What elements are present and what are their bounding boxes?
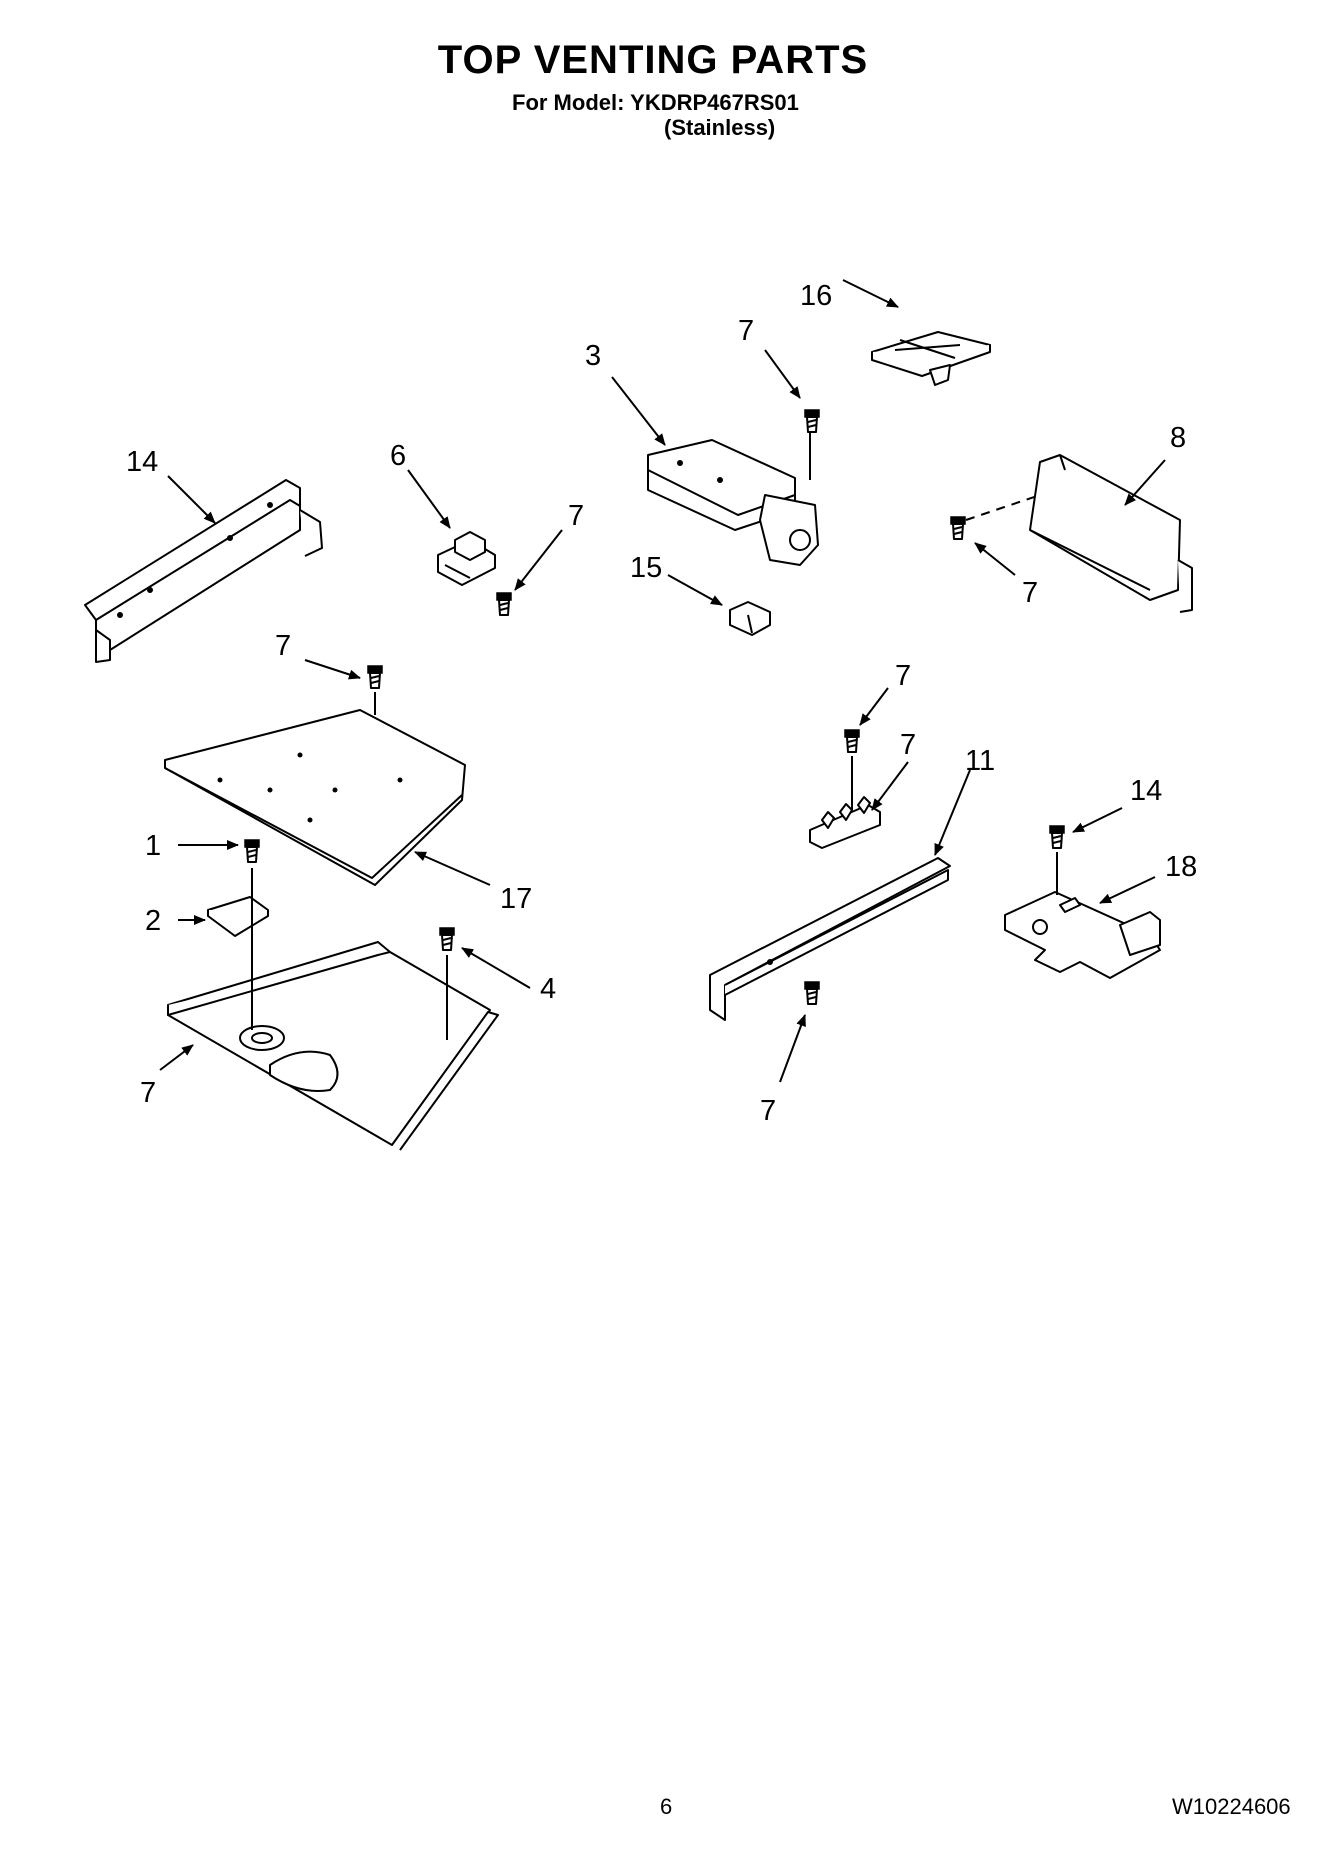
callout-7-cover: 7	[275, 630, 291, 662]
screw-7-motor	[804, 409, 820, 433]
screw-7-rail	[804, 981, 820, 1005]
callout-7-rail: 7	[760, 1095, 776, 1127]
callout-14-left: 14	[126, 446, 158, 478]
part-8-vent-shield	[1029, 454, 1193, 613]
page-title: TOP VENTING PARTS	[437, 38, 869, 82]
callout-18: 14	[1130, 775, 1162, 807]
part-1-vent-grille-plate	[207, 896, 269, 937]
part-6-relay	[437, 531, 496, 586]
callout-11: 7	[900, 729, 916, 761]
screw-7-base	[439, 927, 455, 951]
part-15-insulator-block	[729, 601, 771, 636]
callout-7-relay: 7	[568, 500, 584, 532]
screw-18-bracket	[1049, 825, 1065, 849]
part-17-mounting-bracket	[1004, 891, 1161, 979]
callout-4: 7	[140, 1077, 156, 1109]
model-line: For Model: YKDRP467RS01	[512, 90, 799, 115]
screw-7-terminal	[844, 729, 860, 753]
document-number: W10224606	[1172, 1794, 1291, 1819]
part-4-vent-base-panel	[167, 941, 499, 1151]
part-3-vent-motor-assembly	[647, 439, 819, 566]
callout-1: 2	[145, 905, 161, 937]
callout-6: 6	[390, 440, 406, 472]
part-14-left-channel-bracket	[84, 479, 323, 663]
part-16-switch-bracket	[871, 331, 991, 386]
callout-17: 18	[1165, 851, 1197, 883]
screw-7-shield	[950, 516, 966, 540]
part-2-top-cover-panel	[164, 709, 466, 886]
screw-7-grille	[244, 839, 260, 863]
callout-7-base: 4	[540, 973, 556, 1005]
screw-7-cover	[367, 665, 383, 689]
callout-7-grille: 1	[145, 830, 161, 862]
callout-3: 3	[585, 340, 601, 372]
callout-8: 8	[1170, 422, 1186, 454]
model-variant: (Stainless)	[664, 115, 776, 140]
callout-7-shield: 7	[1022, 577, 1038, 609]
callout-7-motor: 7	[738, 315, 754, 347]
callout-7-terminal: 7	[895, 660, 911, 692]
callout-16: 16	[800, 280, 832, 312]
screw-7-relay	[496, 592, 512, 616]
callout-15: 15	[630, 552, 662, 584]
callout-2: 17	[500, 883, 532, 915]
part-11-terminal-block	[809, 796, 881, 849]
callout-14-right: 11	[965, 745, 995, 777]
part-14-right-rail	[709, 857, 951, 1021]
page-number: 6	[660, 1794, 673, 1819]
